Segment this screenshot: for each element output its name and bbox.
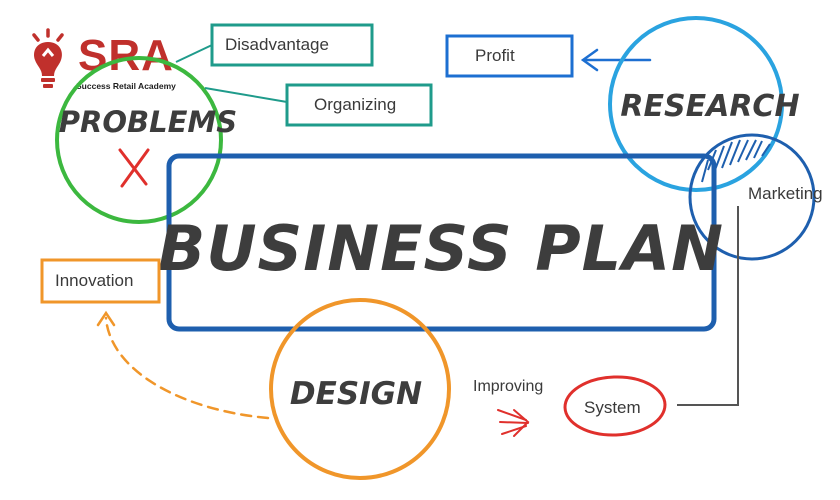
system-label: System (584, 398, 641, 417)
profit-label: Profit (475, 46, 515, 65)
organizing-label: Organizing (314, 95, 396, 114)
connector-organizing (204, 87, 288, 103)
design-hub: DESIGN (269, 298, 451, 480)
marketing-hub: Marketing (688, 133, 823, 261)
organizing-box: Organizing (285, 83, 433, 127)
design-circle (269, 298, 451, 480)
research-hub: RESEARCH (608, 16, 800, 192)
innovation-label: Innovation (55, 271, 133, 290)
problems-label: PROBLEMS (59, 105, 237, 139)
disadvantage-box: Disadvantage (210, 23, 374, 67)
business-plan-box: BUSINESS PLAN (158, 153, 724, 332)
cross-icon (118, 148, 150, 188)
lightbulb-icon (32, 28, 64, 88)
connector-disadvantage (175, 44, 213, 63)
profit-box: Profit (445, 34, 574, 78)
profit-arrow (580, 48, 652, 72)
problems-hub: PROBLEMS (55, 56, 237, 224)
business-plan-title: BUSINESS PLAN (158, 212, 724, 285)
design-label: DESIGN (290, 376, 422, 412)
improving-arrow-icon (497, 409, 530, 437)
innovation-box: Innovation (40, 258, 161, 304)
marketing-circle (688, 133, 816, 261)
disadvantage-label: Disadvantage (225, 35, 329, 54)
problems-circle (55, 56, 223, 224)
connector-marketing-system (677, 206, 739, 406)
innovation-arrow (96, 310, 270, 420)
system-node: System (563, 375, 667, 437)
logo-tagline: Success Retail Academy (76, 81, 176, 91)
research-label: RESEARCH (620, 89, 799, 124)
research-circle (608, 16, 784, 192)
marketing-label: Marketing (748, 184, 823, 203)
improving-label: Improving (473, 378, 543, 395)
